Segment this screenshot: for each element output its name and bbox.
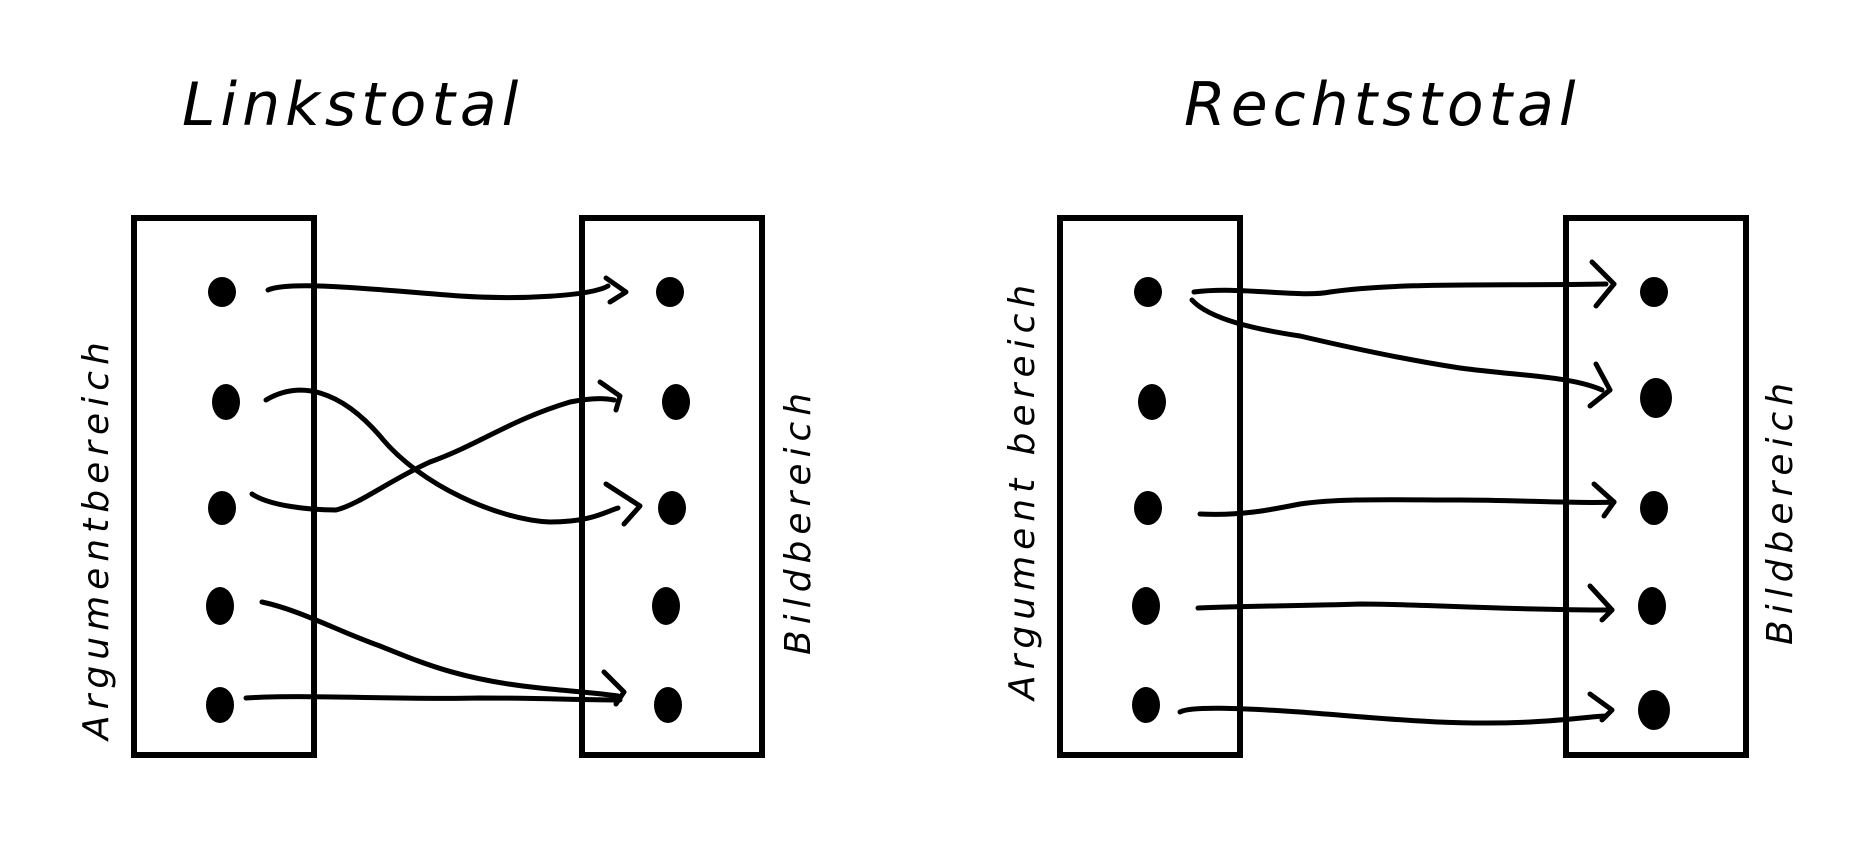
right-domain-box [1057, 215, 1243, 758]
right-diagram: Rechtstotal Argument bereich Bildbereich [1002, 70, 1801, 758]
right-domain-point [1132, 687, 1160, 723]
left-mapping-arrow [243, 694, 623, 703]
right-mapping-arrow [1195, 601, 1615, 613]
left-codomain-point [656, 277, 684, 307]
left-domain-point [212, 384, 240, 420]
right-codomain-point [1640, 491, 1668, 525]
right-domain-point [1134, 491, 1162, 525]
left-codomain-point [658, 491, 686, 525]
left-domain-point [208, 491, 236, 525]
left-arrowhead [601, 669, 627, 707]
left-domain-box [131, 215, 317, 758]
left-domain-point [208, 277, 236, 307]
right-codomain-box [1563, 215, 1749, 758]
right-arrowhead [1589, 259, 1617, 309]
left-mapping-arrow [259, 599, 621, 699]
right-codomain-label: Bildbereich [1760, 377, 1801, 645]
left-mapping-arrow [263, 387, 621, 525]
right-domain-point [1134, 277, 1162, 307]
left-diagram: Linkstotal Argumentbereich Bildbereich [76, 70, 819, 758]
right-codomain-point [1640, 277, 1668, 307]
left-arrowhead [597, 379, 623, 413]
left-domain-point [206, 687, 234, 723]
left-arrowhead [603, 481, 643, 527]
left-codomain-point [652, 587, 680, 625]
right-arrowhead [1587, 361, 1613, 409]
right-codomain-point [1640, 378, 1672, 418]
right-arrowhead [1587, 583, 1615, 623]
left-domain-label: Argumentbereich [76, 336, 117, 742]
left-domain-point [206, 587, 234, 625]
left-codomain-point [654, 687, 682, 723]
right-mapping-arrow [1191, 281, 1609, 297]
left-diagram-title: Linkstotal [182, 70, 523, 140]
right-domain-point [1132, 587, 1160, 625]
right-mapping-arrow [1189, 297, 1605, 393]
right-mapping-arrow [1197, 497, 1617, 517]
left-codomain-box [579, 215, 765, 758]
left-arrowhead [603, 275, 629, 305]
left-codomain-point [662, 384, 690, 420]
left-codomain-label: Bildbereich [778, 387, 819, 655]
left-mapping-arrow [249, 396, 617, 513]
right-codomain-point [1638, 587, 1666, 625]
right-arrowhead [1591, 481, 1617, 519]
right-domain-point [1138, 384, 1166, 420]
right-domain-label: Argument bereich [1002, 279, 1043, 702]
right-arrowhead [1587, 691, 1615, 723]
right-codomain-point [1638, 690, 1670, 730]
right-mapping-arrow [1177, 705, 1609, 726]
left-mapping-arrow [265, 283, 611, 301]
right-diagram-title: Rechtstotal [1184, 70, 1581, 140]
